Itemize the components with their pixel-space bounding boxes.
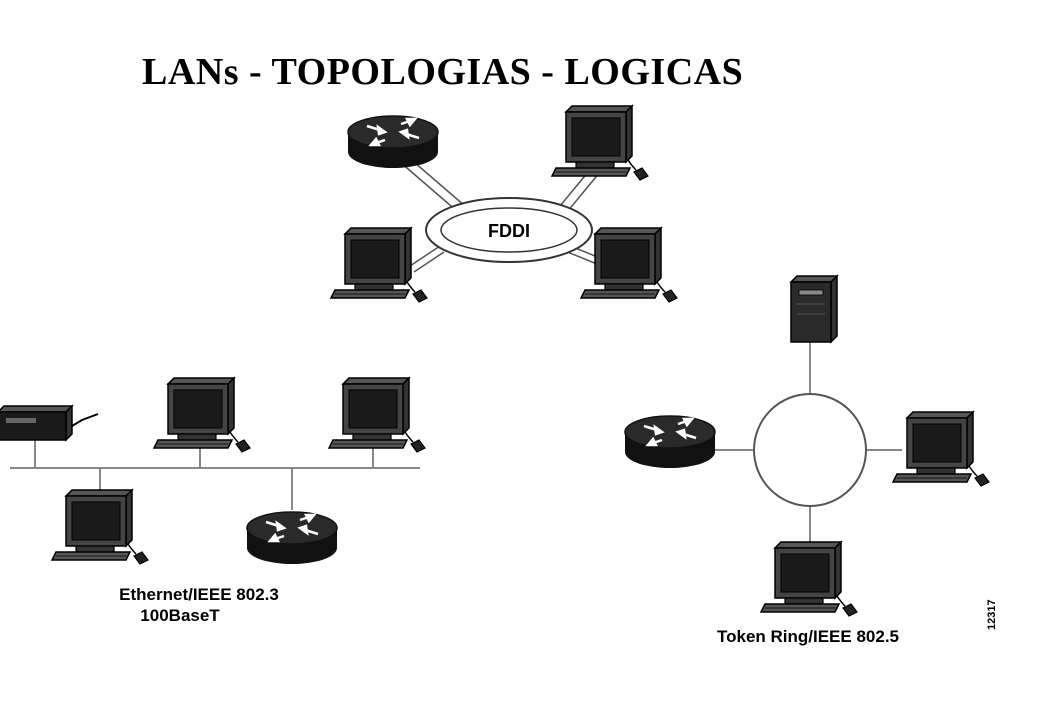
router-icon — [245, 510, 339, 566]
fddi-topology: FDDI — [330, 105, 678, 303]
figure-id: 12317 — [986, 599, 998, 630]
token-ring-links — [712, 342, 902, 548]
computer-icon — [760, 541, 858, 617]
server-icon — [790, 275, 838, 343]
computer-icon — [551, 105, 649, 181]
computer-icon — [153, 377, 251, 453]
token-ring-circle — [753, 393, 867, 507]
token-ring-caption: Token Ring/IEEE 802.5 — [717, 627, 899, 646]
router-icon — [346, 114, 440, 170]
computer-icon — [328, 377, 426, 453]
computer-icon — [51, 489, 149, 565]
fddi-ring-label: FDDI — [488, 221, 530, 241]
fddi-ring-inner — [440, 207, 578, 253]
ethernet-caption-line2: 100BaseT — [140, 606, 220, 625]
ethernet-caption-line1: Ethernet/IEEE 802.3 — [119, 585, 279, 604]
router-icon — [623, 414, 717, 470]
page-title: LANs - TOPOLOGIAS - LOGICAS — [142, 51, 744, 93]
computer-icon — [580, 227, 678, 303]
computer-icon — [892, 411, 990, 487]
printer-icon — [0, 405, 99, 441]
ethernet-topology: Ethernet/IEEE 802.3 100BaseT — [0, 377, 426, 625]
token-ring-topology: Token Ring/IEEE 802.5 — [623, 275, 990, 646]
